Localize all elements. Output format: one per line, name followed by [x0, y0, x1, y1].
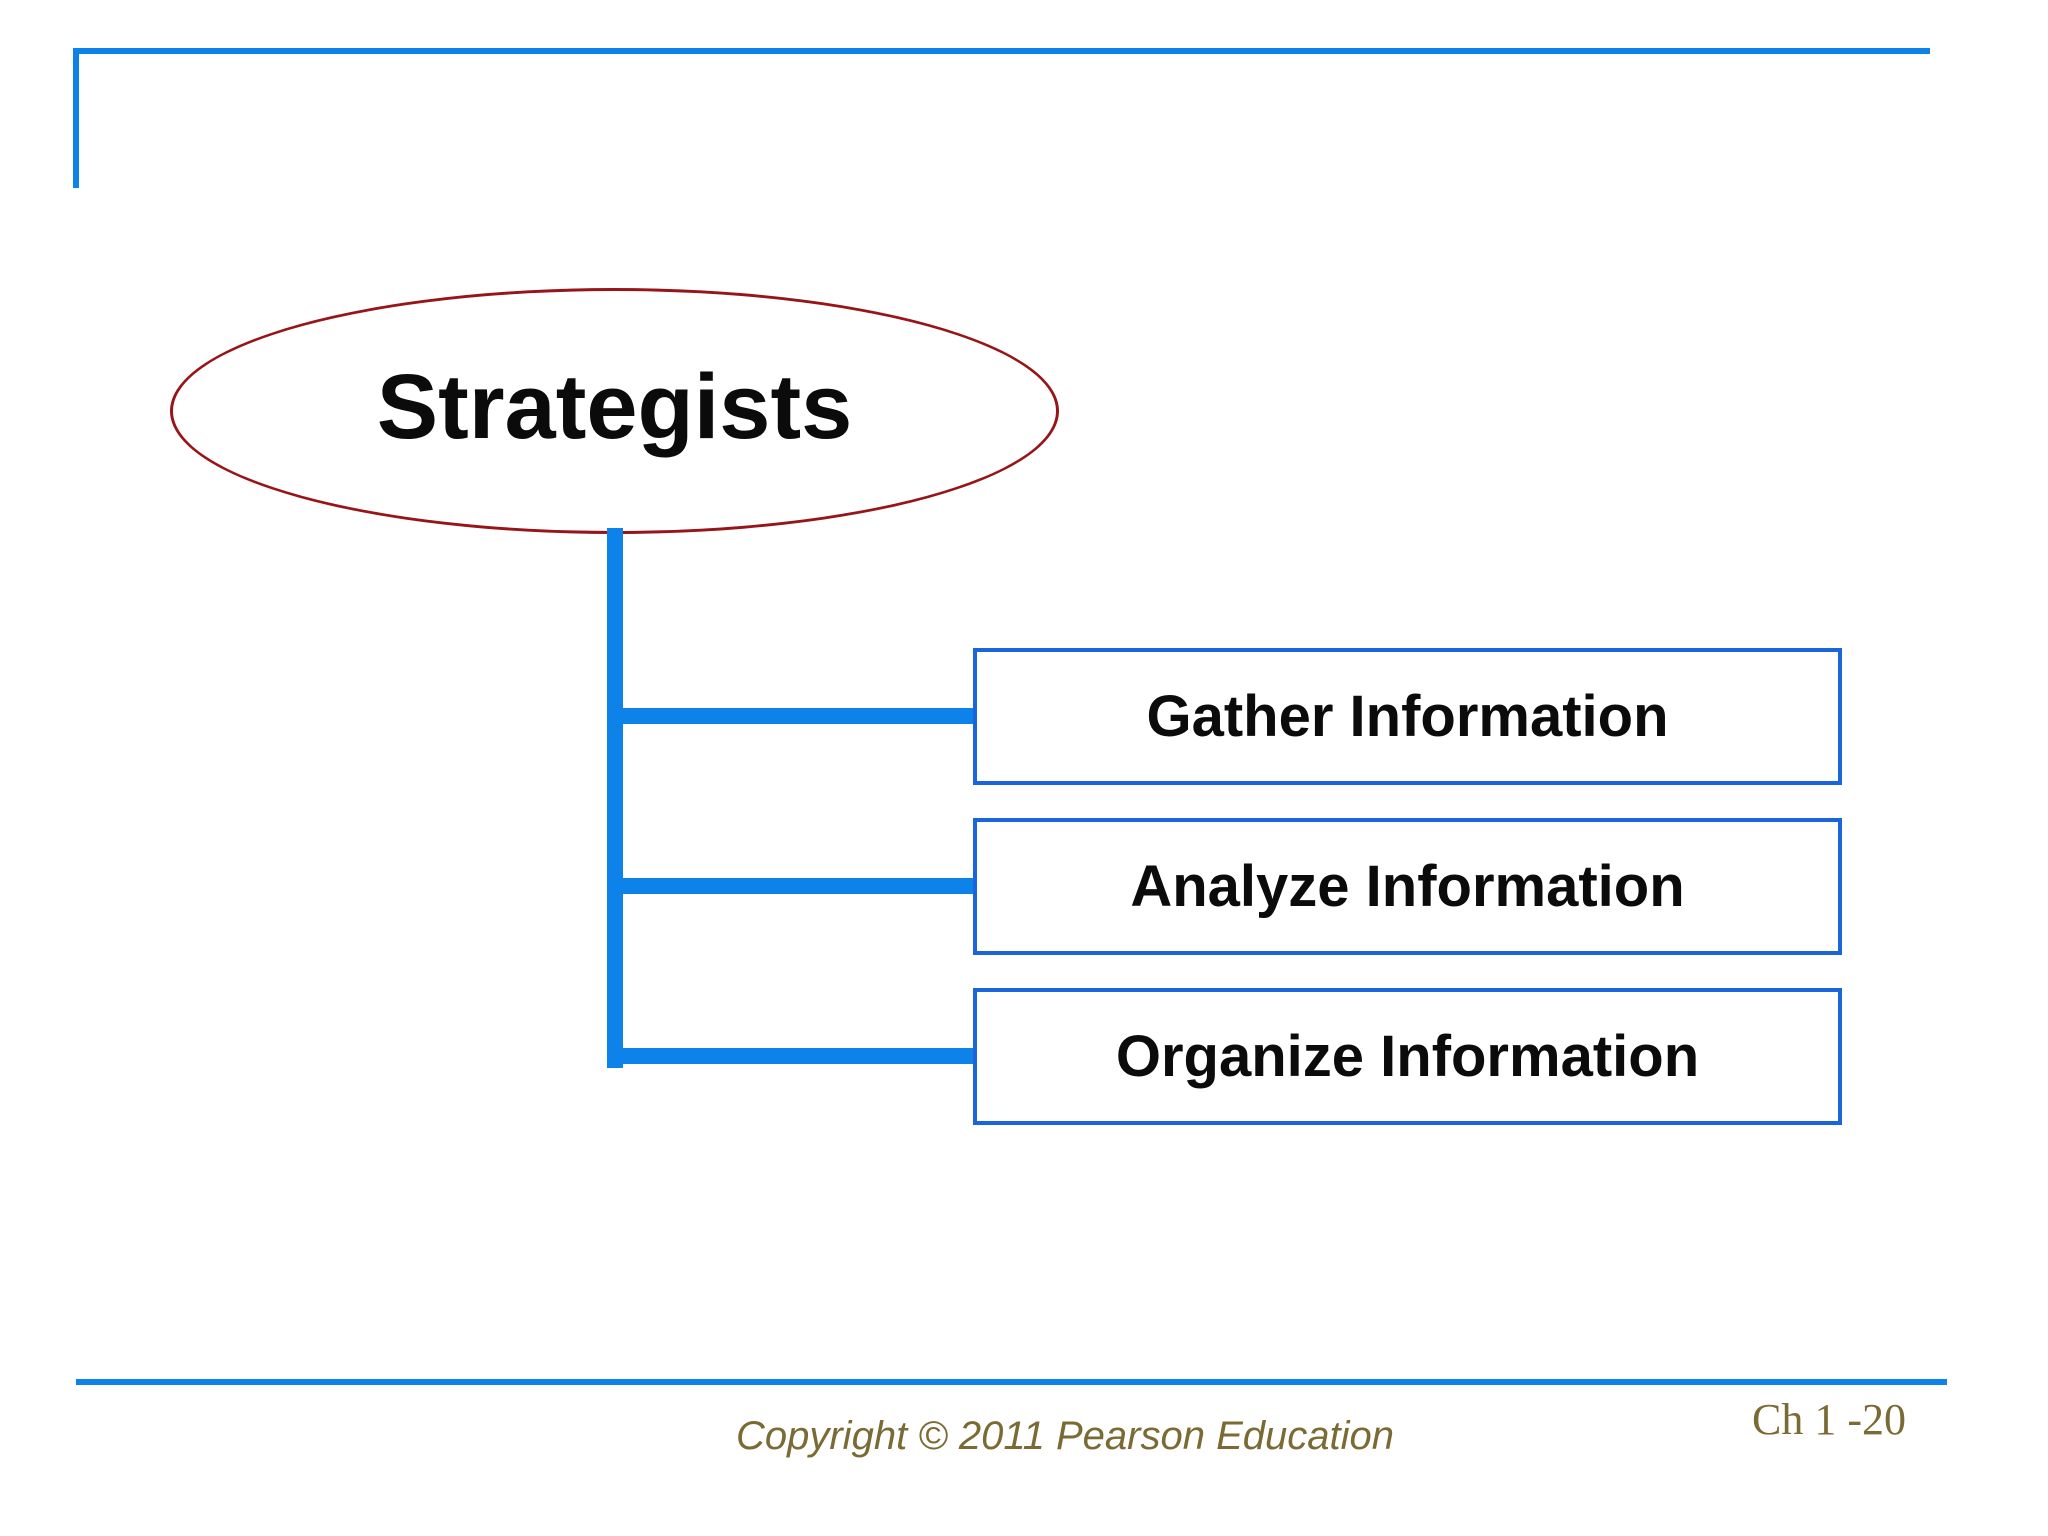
connector-branch-gather [607, 708, 973, 724]
analyze-information-box: Analyze Information [973, 818, 1842, 955]
organize-information-box: Organize Information [973, 988, 1842, 1125]
analyze-information-label: Analyze Information [1130, 854, 1685, 919]
footer-horizontal-rule [76, 1379, 1947, 1385]
copyright-text: Copyright © 2011 Pearson Education [735, 1414, 1395, 1458]
strategists-label: Strategists [376, 355, 853, 458]
top-left-vertical-rule [73, 48, 79, 188]
connector-branch-analyze [607, 878, 973, 894]
gather-information-box: Gather Information [973, 648, 1842, 785]
strategists-ellipse-node: Strategists [170, 288, 1059, 534]
organize-information-label: Organize Information [1115, 1024, 1700, 1089]
gather-information-label: Gather Information [1146, 684, 1669, 749]
connector-branch-organize [607, 1048, 973, 1064]
top-horizontal-rule [73, 48, 1930, 54]
chapter-page-label: Ch 1 -20 [1752, 1395, 1906, 1444]
connector-trunk [607, 528, 623, 1068]
